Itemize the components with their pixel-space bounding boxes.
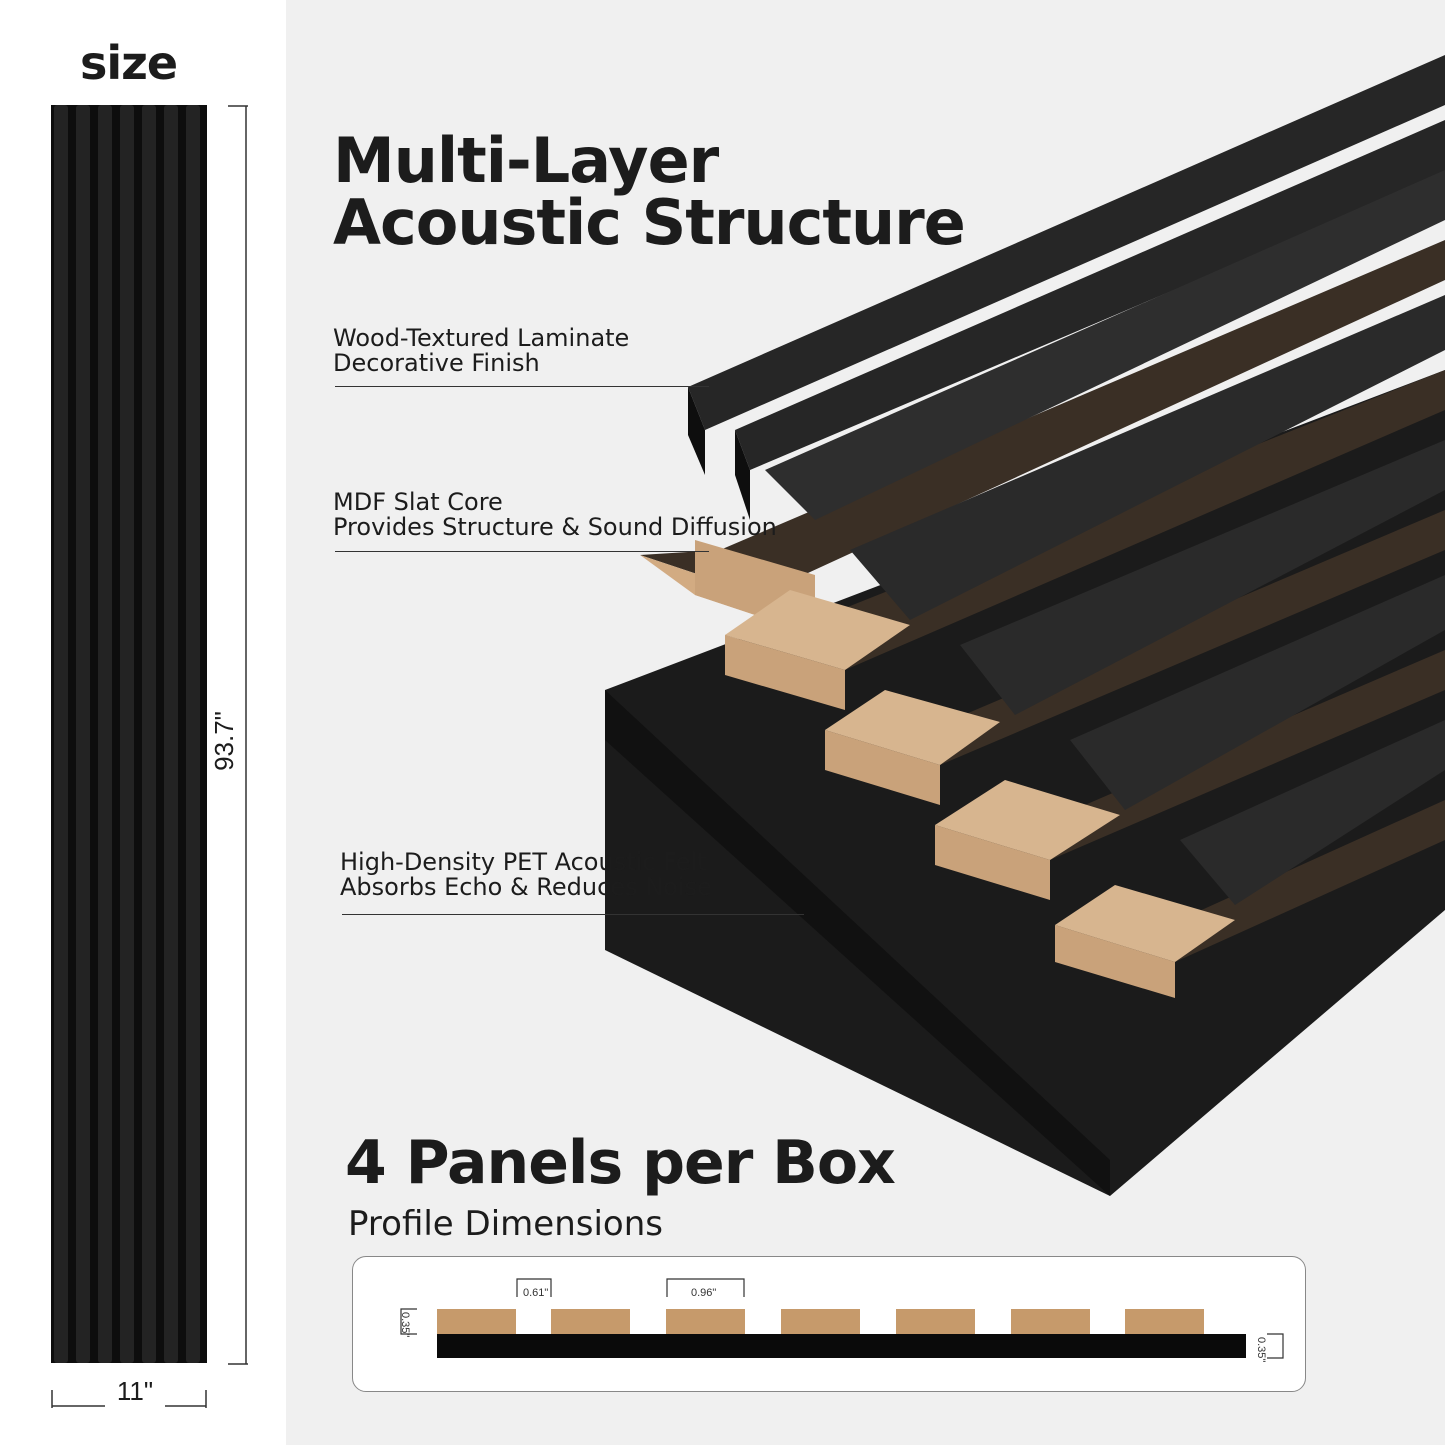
size-column: size 93.7" 11": [0, 0, 286, 1445]
profile-diagram: 0.61" 0.96" 0.35" 0.35": [352, 1256, 1306, 1392]
layer-label-laminate: Wood-Textured Laminate Decorative Finish: [333, 326, 629, 376]
width-label: 11": [105, 1376, 165, 1407]
felt-height-dimension-label: 0.35": [1255, 1337, 1267, 1363]
height-label: 93.7": [209, 711, 239, 771]
size-title: size: [80, 36, 178, 90]
slat-height-dimension-label: 0.35": [399, 1312, 411, 1338]
height-dimension-line: [228, 105, 248, 1365]
layer-label-mdf-line1: MDF Slat Core: [333, 488, 503, 516]
layer-label-felt: High-Density PET Acoustic Felt Absorbs E…: [340, 850, 712, 900]
profile-drawing: [400, 1278, 1284, 1359]
exploded-panel-illustration: [605, 55, 1445, 1196]
mdf-leader-line: [335, 551, 709, 552]
slat-width-dimension-label: 0.96": [691, 1287, 717, 1299]
layer-label-felt-line2: Absorbs Echo & Reduces Noise: [340, 873, 712, 901]
profile-heading: Profile Dimensions: [348, 1204, 663, 1244]
laminate-strips: [688, 55, 1445, 905]
structure-heading-line1: Multi-Layer: [333, 124, 719, 197]
layer-label-mdf: MDF Slat Core Provides Structure & Sound…: [333, 490, 777, 540]
gap-dimension-label: 0.61": [523, 1287, 549, 1299]
profile-felt: [437, 1334, 1246, 1358]
layer-label-laminate-line1: Wood-Textured Laminate: [333, 324, 630, 352]
structure-heading: Multi-Layer Acoustic Structure: [333, 124, 966, 259]
layer-label-felt-line1: High-Density PET Acoustic Felt: [340, 848, 707, 876]
felt-leader-line: [342, 914, 804, 915]
profile-slats: [437, 1309, 1204, 1334]
layer-label-laminate-line2: Decorative Finish: [333, 349, 540, 377]
layer-label-mdf-line2: Provides Structure & Sound Diffusion: [333, 513, 777, 541]
panel-front-view: [51, 105, 207, 1363]
laminate-leader-line: [335, 386, 709, 387]
structure-heading-line2: Acoustic Structure: [333, 186, 966, 259]
box-heading: 4 Panels per Box: [345, 1128, 896, 1198]
